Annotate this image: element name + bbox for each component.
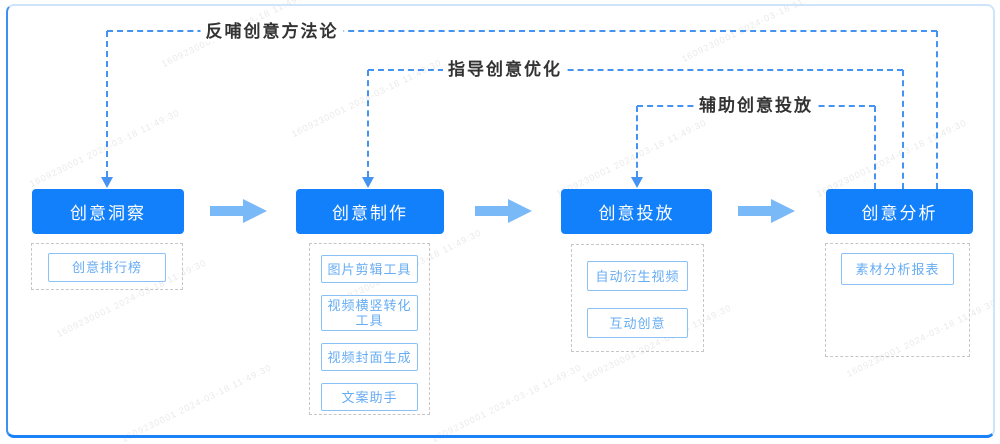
tool-item: 视频横竖转化工具: [321, 295, 418, 331]
link-optimization-left-vertical-line: [367, 70, 369, 177]
link-methodology-right-vertical-line: [936, 31, 938, 189]
link-optimization-horizontal-line: [368, 69, 903, 71]
right-arrow-icon: [210, 199, 267, 223]
stage-box-analysis: 创意分析: [826, 189, 973, 234]
tool-item: 互动创意: [587, 308, 688, 338]
stage-box-insight: 创意洞察: [32, 189, 184, 234]
link-methodology-horizontal-line: [107, 30, 937, 32]
watermark: 1609230001 2024-03-18 11:49:30: [120, 362, 274, 444]
tool-item: 自动衍生视频: [587, 261, 688, 291]
tool-item: 图片剪辑工具: [321, 255, 418, 283]
link-assist-right-vertical-line: [874, 106, 876, 189]
toolbox-insight: 创意排行榜: [31, 243, 183, 290]
tool-item: 素材分析报表: [841, 253, 954, 285]
watermark: 1609230001 2024-03-18 11:49:30: [815, 117, 969, 199]
watermark: 1609230001 2024-03-18 11:49:30: [430, 362, 584, 444]
right-arrow-icon: [475, 199, 532, 223]
link-label-assist: 辅助创意投放: [694, 95, 818, 116]
link-methodology-left-vertical-line: [106, 31, 108, 177]
tool-item: 创意排行榜: [48, 253, 166, 282]
arrow-down-icon: [631, 177, 643, 188]
link-label-methodology: 反哺创意方法论: [200, 21, 344, 42]
toolbox-delivery: 自动衍生视频 互动创意: [571, 244, 704, 352]
toolbox-production: 图片剪辑工具 视频横竖转化工具 视频封面生成 文案助手: [309, 243, 430, 415]
stage-box-production: 创意制作: [296, 189, 444, 234]
arrow-down-icon: [362, 177, 374, 188]
link-assist-left-vertical-line: [636, 106, 638, 177]
tool-item: 视频封面生成: [321, 343, 418, 371]
arrow-down-icon: [101, 177, 113, 188]
link-label-optimization: 指导创意优化: [443, 59, 567, 80]
right-arrow-icon: [738, 199, 795, 223]
toolbox-analysis: 素材分析报表: [825, 243, 970, 357]
stage-box-delivery: 创意投放: [561, 189, 712, 234]
tool-item: 文案助手: [321, 383, 418, 411]
link-optimization-right-vertical-line: [902, 70, 904, 189]
